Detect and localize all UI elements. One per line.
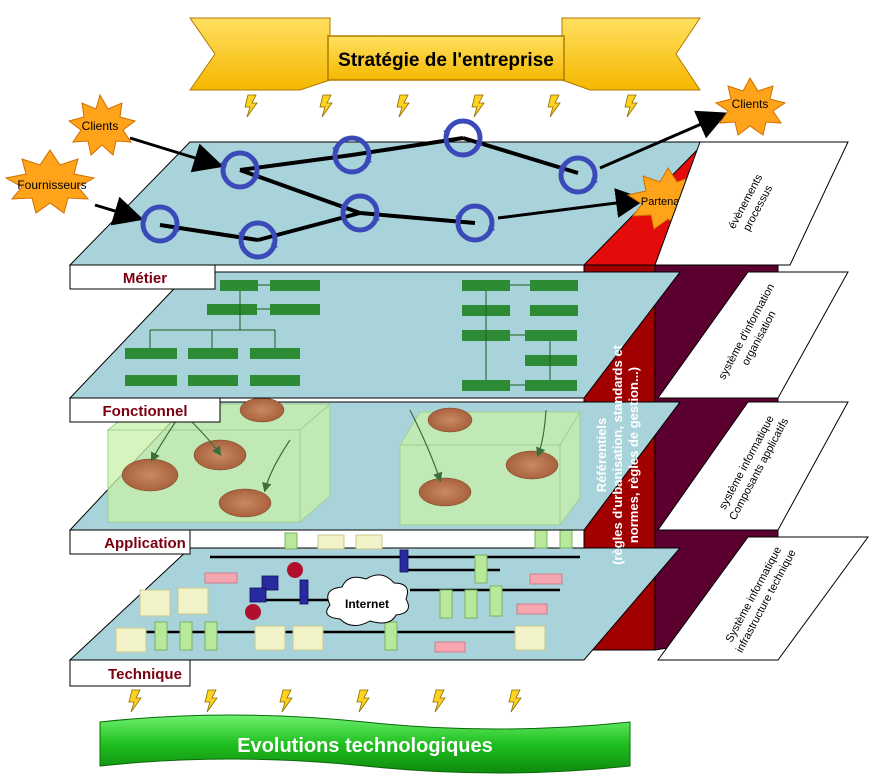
actor-label: Clients — [82, 119, 119, 133]
layer-label-application-box — [69, 529, 191, 555]
lightning-icon — [319, 94, 333, 118]
side-label-application: système informatique Composants applicat… — [657, 401, 849, 531]
layer-fonctionnel: Fonctionnel — [68, 271, 682, 423]
star-burst-icon — [4, 149, 96, 214]
actor-clients-right: Clients — [714, 76, 787, 136]
layer-label-fonctionnel-box — [69, 397, 221, 423]
router-icon — [245, 604, 261, 620]
side-label-technique: Système informatique infrastructure tech… — [657, 536, 869, 661]
lightning-icon — [128, 689, 142, 713]
lightning-icons-bottom — [128, 689, 522, 713]
layer-label-fonctionnel: Fonctionnel — [103, 403, 188, 420]
side-label-fonctionnel: système d'information organisation — [657, 271, 849, 399]
strategy-banner: Stratégie de l'entreprise — [189, 17, 701, 91]
actor-clients-left: Clients — [67, 93, 137, 156]
svg-text:Référentiels: Référentiels — [594, 418, 609, 492]
cycle-icon — [220, 150, 260, 190]
lightning-icon — [204, 689, 218, 713]
internet-label: Internet — [345, 597, 389, 611]
layer-technique: Internet Technique — [68, 529, 682, 687]
process-cycles — [140, 118, 598, 260]
svg-text:(règles d'urbanisation, standa: (règles d'urbanisation, standards et — [610, 344, 625, 564]
star-burst-icon — [67, 93, 137, 156]
lightning-icon — [508, 689, 522, 713]
cycle-icon — [332, 135, 372, 175]
layer-metier: Métier — [68, 110, 728, 290]
lightning-icon — [396, 94, 410, 118]
cycle-icon — [238, 220, 278, 260]
cloud-icon — [326, 574, 409, 626]
cycle-icon — [558, 155, 598, 195]
lightning-icon — [432, 689, 446, 713]
cycle-icon — [455, 203, 495, 243]
layer-label-technique: Technique — [108, 666, 182, 683]
strategy-title: Stratégie de l'entreprise — [338, 50, 554, 71]
layer-label-application: Application — [104, 535, 186, 552]
evolutions-title: Evolutions technologiques — [237, 735, 493, 757]
cycle-icon — [140, 204, 180, 244]
actor-label: Fournisseurs — [17, 178, 86, 192]
layer-label-metier: Métier — [123, 270, 167, 287]
svg-text:normes, règles de gestion...): normes, règles de gestion...) — [626, 367, 641, 543]
star-burst-icon — [714, 76, 787, 136]
cycle-icon — [340, 193, 380, 233]
evolutions-banner: Evolutions technologiques — [99, 714, 631, 774]
referentiels-label: Référentiels (règles d'urbanisation, sta… — [594, 344, 641, 564]
lightning-icon — [356, 689, 370, 713]
side-label-metier: évènements processus — [654, 141, 849, 266]
layer-application: Application — [68, 397, 681, 555]
lightning-icon — [547, 94, 561, 118]
lightning-icon — [624, 94, 638, 118]
lightning-icon — [244, 94, 258, 118]
lightning-icon — [471, 94, 485, 118]
router-icon — [287, 562, 303, 578]
layer-label-technique-box — [69, 659, 191, 687]
actor-fournisseurs: Fournisseurs — [4, 149, 96, 214]
layer-label-metier-box — [69, 264, 216, 290]
cycle-icon — [443, 118, 483, 158]
lightning-icon — [279, 689, 293, 713]
lightning-icons-top — [244, 94, 638, 118]
actor-label: Clients — [732, 97, 769, 111]
